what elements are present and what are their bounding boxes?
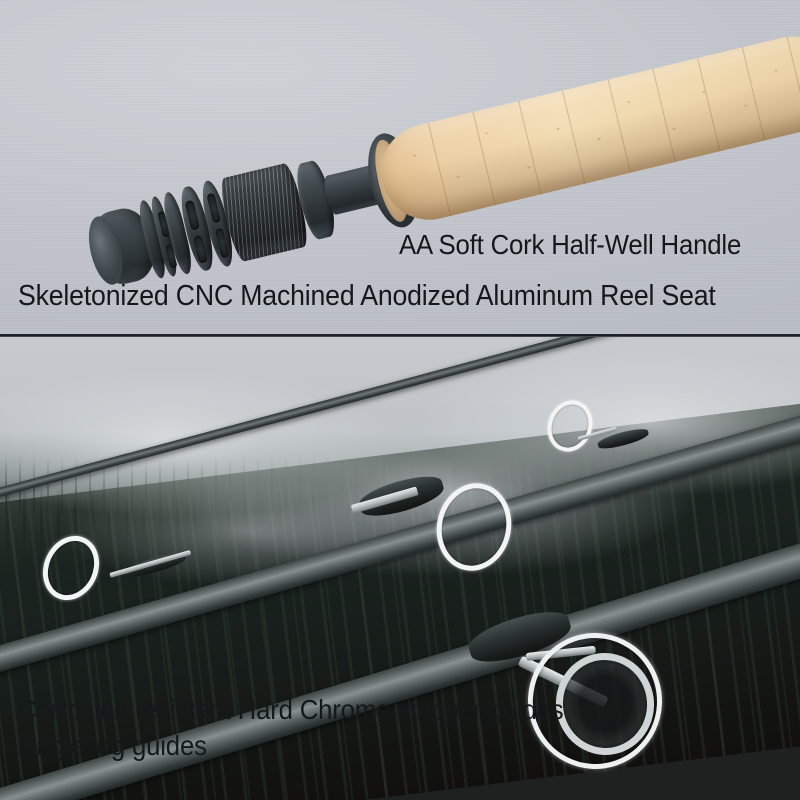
rod-handle-assembly bbox=[50, 25, 800, 309]
bottom-forest-panel: Corrosion resistant Hard Chrome stripper… bbox=[0, 337, 800, 800]
caption-reel-seat: Skeletonized CNC Machined Anodized Alumi… bbox=[18, 280, 716, 312]
caption-guides-line1: Corrosion resistant Hard Chrome stripper… bbox=[18, 694, 564, 725]
cork-texture bbox=[371, 26, 800, 230]
caption-guides: Corrosion resistant Hard Chrome stripper… bbox=[18, 692, 564, 764]
caption-guides-line2: single leg guides bbox=[18, 730, 207, 761]
top-product-panel: AA Soft Cork Half-Well Handle Skeletoniz… bbox=[0, 0, 800, 336]
section-divider bbox=[0, 334, 800, 337]
cork-grip bbox=[371, 26, 800, 230]
caption-cork-handle: AA Soft Cork Half-Well Handle bbox=[399, 229, 742, 260]
